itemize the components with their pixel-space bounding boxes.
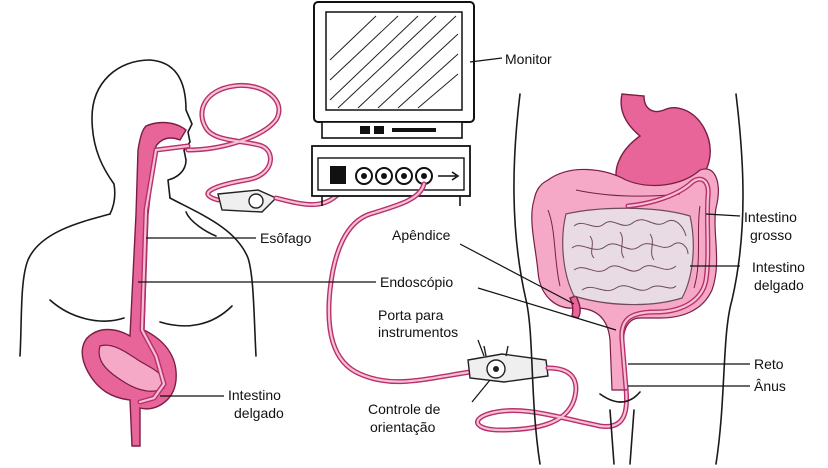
left-torso-figure [19, 59, 257, 357]
label-monitor: Monitor [505, 51, 552, 67]
leader-lines [138, 57, 750, 403]
label-intestino-delgado-left-1: Intestino [228, 387, 281, 403]
label-controle-line2: orientação [370, 419, 436, 435]
right-endoscope-handle [467, 345, 630, 433]
label-endoscopio: Endoscópio [380, 274, 453, 290]
label-intestino-grosso-2: grosso [750, 227, 792, 243]
label-controle-line1: Controle de [368, 401, 441, 417]
label-reto: Reto [754, 356, 784, 372]
label-porta-line2: instrumentos [378, 324, 458, 340]
small-intestine [562, 207, 694, 306]
label-porta-line1: Porta para [378, 307, 444, 323]
left-digestive-tract [81, 121, 187, 447]
label-intestino-delgado-left-2: delgado [234, 405, 284, 421]
label-esofago: Esôfago [260, 230, 312, 246]
label-apendice: Apêndice [392, 227, 451, 243]
monitor-unit [311, 1, 475, 206]
label-anus: Ânus [754, 378, 786, 394]
label-intestino-delgado-right-2: delgado [754, 277, 804, 293]
label-intestino-delgado-right-1: Intestino [752, 259, 805, 275]
label-intestino-grosso-1: Intestino [744, 209, 797, 225]
right-torso-figure [513, 93, 744, 465]
labels: Monitor Esôfago Apêndice Endoscópio Port… [228, 51, 805, 435]
